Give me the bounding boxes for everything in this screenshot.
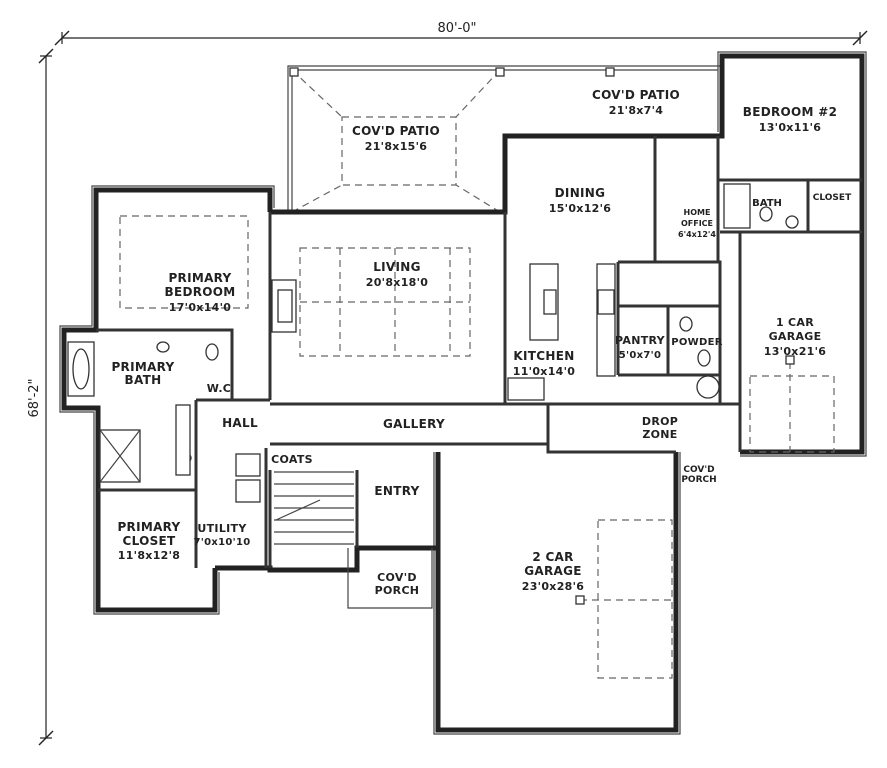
dining-name: DINING [555,186,606,200]
overall-width-label: 80'-0" [437,21,476,36]
closet-name: CLOSET [813,193,852,203]
kitchen-size: 11'0x14'0 [513,365,575,378]
gallery-name: GALLERY [383,417,445,431]
garage-2-name1: 2 CAR [532,550,573,564]
primary-bedroom-name2: BEDROOM [165,285,236,299]
overall-depth-label: 68'-2" [27,378,42,417]
interior-walls [96,136,862,568]
primary-bath-name1: PRIMARY [111,360,174,374]
cov-porch-front-name1: COV'D [377,571,417,584]
cov-porch-right-name1: COV'D [683,465,714,475]
dining-size: 15'0x12'6 [549,202,611,215]
coats-name: COATS [271,453,313,466]
bath-name: BATH [752,198,782,209]
garage-1-name2: GARAGE [769,330,822,343]
drop-zone-name2: ZONE [642,428,677,441]
garage-2-name2: GARAGE [524,564,582,578]
dimension-depth: 68'-2" [27,48,54,746]
cov-porch-right-name2: PORCH [681,475,716,485]
cov-patio-main-size: 21'8x15'6 [365,140,427,153]
drop-zone-name1: DROP [642,415,678,428]
utility-size: 7'0x10'10 [193,537,250,548]
bedroom-2-name: BEDROOM #2 [743,105,837,119]
bedroom-2-size: 13'0x11'6 [759,121,821,134]
primary-bath-name2: BATH [125,373,162,387]
kitchen-name: KITCHEN [513,349,574,363]
cov-patio-main-name: COV'D PATIO [352,124,440,138]
utility-name: UTILITY [197,522,247,535]
dimension-width: 80'-0" [54,18,868,46]
garage-1-name1: 1 CAR [776,316,814,329]
primary-bedroom-name1: PRIMARY [168,271,231,285]
hall-name: HALL [222,416,258,430]
home-office-size: 6'4x12'4 [678,230,716,239]
cov-patio-right-size: 21'8x7'4 [609,104,664,117]
wc-name: W.C [207,382,231,395]
entry-name: ENTRY [374,484,419,498]
primary-closet-name2: CLOSET [122,534,176,548]
garage-1-size: 13'0x21'6 [764,345,826,358]
primary-bedroom-size: 17'0x14'0 [169,301,231,314]
living-name: LIVING [373,260,421,274]
home-office-name1: HOME [684,208,711,217]
room-labels: COV'D PATIO 21'8x15'6 COV'D PATIO 21'8x7… [111,88,852,597]
primary-closet-name1: PRIMARY [117,520,180,534]
cov-patio-right-name: COV'D PATIO [592,88,680,102]
living-size: 20'8x18'0 [366,276,428,289]
powder-name: POWDER [671,337,723,348]
details [67,183,835,679]
exterior-walls [59,51,867,735]
garage-2-size: 23'0x28'6 [522,580,584,593]
cov-porch-front-name2: PORCH [375,584,420,597]
primary-closet-size: 11'8x12'8 [118,549,180,562]
home-office-name2: OFFICE [681,219,713,228]
pantry-size: 5'0x7'0 [619,350,662,361]
pantry-name: PANTRY [615,334,666,347]
